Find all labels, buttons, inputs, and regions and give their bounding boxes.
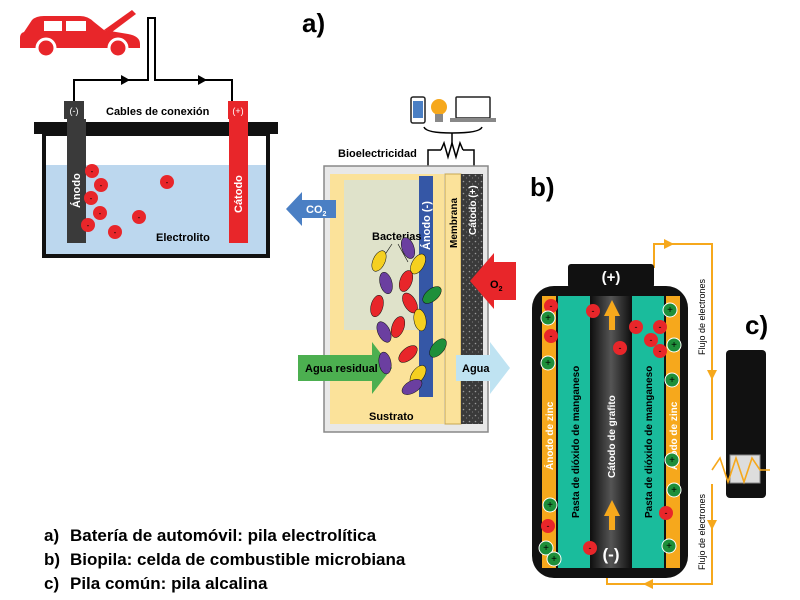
co2-label: CO2 (306, 204, 327, 218)
positive-terminal-label: (+) (602, 269, 621, 286)
legend-key-c: c) (44, 574, 60, 593)
charge-sign: + (667, 305, 673, 316)
ion-sign: - (114, 228, 117, 237)
phone-icon (410, 96, 426, 124)
cables-label: Cables de conexión (106, 106, 210, 118)
co2-arrow (286, 192, 336, 226)
positive-charges: + + + + + + + + + + + (538, 302, 682, 567)
charge-sign: + (547, 500, 553, 511)
zinc-anode-right (666, 296, 680, 568)
mno2-paste-label-right: Pasta de dióxido de manganeso (644, 366, 655, 518)
current-arrow-icon (121, 75, 130, 85)
charge-sign: + (545, 313, 551, 324)
up-arrow-icon (604, 300, 620, 330)
charge-sign: + (666, 541, 672, 552)
o2-arrow (470, 253, 516, 309)
mno2-paste-label-left: Pasta de dióxido de manganeso (571, 366, 582, 518)
bacteria (370, 237, 447, 395)
negative-terminal (64, 101, 84, 119)
ion-sign: - (99, 209, 102, 218)
cathode-electrode (229, 119, 248, 243)
ion-sign: - (90, 194, 93, 203)
membrane-label: Membrana (449, 198, 460, 248)
water-label: Agua (462, 363, 490, 375)
negative-terminal-label: (-) (603, 545, 620, 564)
charge-sign: - (589, 543, 592, 553)
negative-terminal-label: (-) (70, 106, 79, 116)
zinc-anode-label-left: Ánodo de zinc (543, 401, 556, 470)
charge-sign: + (543, 543, 549, 554)
legend-item-c: c) Pila común: pila alcalina (44, 574, 267, 594)
charge-sign: + (671, 340, 677, 351)
connection-wires (73, 17, 233, 103)
ion-sign: - (100, 181, 103, 190)
wastewater-label: Agua residual (305, 363, 378, 375)
electron-flow-label-bottom: Flujo de electrones (697, 493, 707, 570)
resistor-icon (440, 140, 464, 160)
anode-label: Ánodo (-) (420, 201, 433, 250)
charge-sign: - (547, 521, 550, 531)
charge-sign: - (650, 335, 653, 345)
ion-sign: - (166, 178, 169, 187)
graphite-cathode-label: Cátodo de grafito (607, 395, 618, 478)
panel-b-letter: b) (530, 172, 555, 202)
electron-flow-wire-top (653, 243, 713, 440)
charge-sign: - (550, 331, 553, 341)
device-icon (711, 350, 770, 498)
ion-sign: - (87, 221, 90, 230)
laptop-icon (450, 96, 496, 122)
ion-sign: - (138, 213, 141, 222)
legend-key-a: a) (44, 526, 60, 545)
cathode-label: Cátodo (+) (468, 185, 479, 235)
charge-sign: + (545, 358, 551, 369)
charge-sign: - (550, 301, 553, 311)
legend-key-b: b) (44, 550, 61, 569)
charge-sign: + (671, 485, 677, 496)
up-arrow-icon (604, 500, 620, 530)
electrolyte-label: Electrolito (156, 232, 210, 244)
legend-item-b: b) Biopila: celda de combustible microbia… (44, 550, 405, 570)
legend-text-b: Biopila: celda de combustible microbiana (70, 550, 406, 569)
mno2-paste-left (558, 296, 590, 568)
charge-sign: - (635, 322, 638, 332)
ion-sign: - (91, 167, 94, 176)
water-arrow (456, 342, 510, 394)
panel-a: a) Cables de conexión (-) (+) Ánodo Cáto… (20, 8, 325, 258)
panel-a-letter: a) (302, 8, 325, 38)
bioelectricity-label: Bioelectricidad (338, 148, 417, 160)
car-icon (20, 10, 140, 59)
substrate-label: Sustrato (369, 411, 414, 423)
charge-sign: - (659, 322, 662, 332)
negative-charges: - - - - - - - - - - - (541, 299, 673, 555)
charge-sign: + (669, 375, 675, 386)
anode-electrode (419, 176, 433, 397)
bacteria-label: Bacterias (372, 231, 422, 243)
positive-terminal (228, 101, 248, 119)
anode-electrode (67, 119, 86, 243)
cathode-label: Cátodo (233, 175, 245, 213)
charge-sign: + (551, 554, 557, 565)
legend-text-c: Pila común: pila alcalina (70, 574, 268, 593)
legend-text-a: Batería de automóvil: pila electrolítica (70, 526, 377, 545)
anode-label: Ánodo (70, 173, 83, 208)
current-arrow-icon (198, 75, 207, 85)
lightbulb-icon (431, 99, 447, 122)
legend-item-a: a) Batería de automóvil: pila electrolíti… (44, 526, 376, 546)
panel-b: b) Bioelectricidad Ánodo (-) Membran (286, 96, 555, 433)
panel-c-letter: c) (745, 310, 768, 340)
battery-lid (34, 122, 278, 134)
positive-terminal-label: (+) (232, 106, 243, 116)
charge-sign: - (592, 306, 595, 316)
charge-sign: + (669, 455, 675, 466)
negative-ions: - - - - - - - - (81, 164, 174, 239)
charge-sign: - (665, 508, 668, 518)
o2-label: O2 (490, 279, 503, 293)
panel-c: c) Flujo de electrones Flujo de electron… (532, 239, 770, 589)
charge-sign: - (659, 346, 662, 356)
wastewater-arrow (298, 342, 392, 394)
positive-cap (568, 264, 654, 288)
electron-flow-label-top: Flujo de electrones (697, 278, 707, 355)
charge-sign: - (619, 343, 622, 353)
